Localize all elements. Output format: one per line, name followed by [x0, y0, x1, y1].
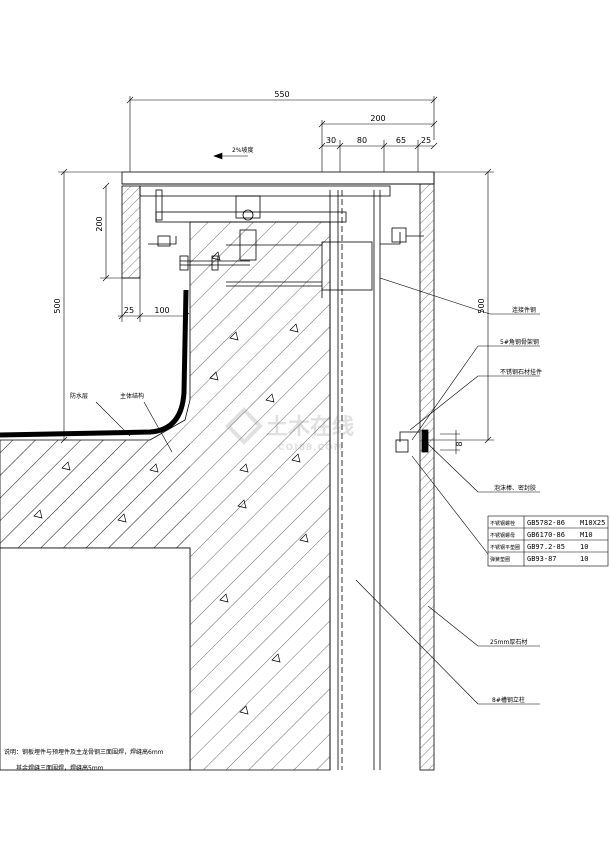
- dim-8: 8: [455, 441, 464, 446]
- label-connector: 连接件钢: [512, 306, 536, 314]
- spec-row-3-name: 不锈钢平垫圈: [490, 544, 520, 551]
- label-channel-steel: 8#槽钢立柱: [492, 696, 525, 704]
- label-sealant: 泡沫棒、密封胶: [494, 484, 536, 492]
- spec-row-1-code: GB5782-86: [527, 519, 565, 527]
- label-structure: 主体结构: [120, 392, 144, 400]
- spec-row-2-code: GB6170-86: [527, 531, 565, 539]
- note-line-1: 说明：钢板埋件与预埋件及主龙骨钢三面围焊，焊缝高6mm: [4, 748, 164, 756]
- spec-row-2-size: M10: [580, 531, 593, 539]
- concrete-structure: [0, 185, 331, 771]
- aggregate-marks: [33, 251, 309, 715]
- spec-row-1-size: M10X25: [580, 519, 605, 527]
- dim-bottom-100: 100: [154, 306, 169, 315]
- dim-65: 65: [396, 136, 406, 145]
- note-line-2: 其余焊缝三面围焊，焊缝高5mm: [16, 764, 104, 772]
- label-angle-steel: 5#角钢骨架钢: [500, 338, 539, 346]
- dim-30: 30: [326, 136, 336, 145]
- spec-row-4-code: GB93-87: [527, 555, 557, 563]
- watermark-main-text: 土木在线: [266, 414, 354, 440]
- dim-left-500: 500: [53, 298, 62, 313]
- watermark-logo: 土木在线 COI88.COM: [225, 407, 354, 453]
- label-stone: 25mm厚石材: [490, 638, 527, 646]
- stone-cladding: [419, 172, 435, 771]
- dimension-texts: 550 200 30 80 65 25 200 500 500 25 100 8…: [53, 90, 486, 447]
- watermark-sub-text: COI88.COM: [278, 443, 344, 453]
- spec-row-3-size: 10: [580, 543, 588, 551]
- spec-row-4-name: 弹簧垫圈: [490, 556, 510, 563]
- spec-table: 不锈钢螺栓 GB5782-86 M10X25 不锈钢螺母 GB6170-86 M…: [487, 515, 609, 567]
- dimension-lines: [58, 96, 494, 454]
- dim-25: 25: [421, 136, 431, 145]
- dim-550: 550: [274, 90, 289, 99]
- label-stainless-bolt: 不锈钢石材挂件: [500, 368, 542, 376]
- label-texts: 防水层 主体结构 连接件钢 5#角钢骨架钢 不锈钢石材挂件 泡沫棒、密封胶 25…: [70, 306, 542, 704]
- spec-row-1-name: 不锈钢螺栓: [490, 520, 515, 527]
- spec-row-3-code: GB97.2-85: [527, 543, 565, 551]
- dim-left-200: 200: [95, 216, 104, 231]
- dim-right-500: 500: [477, 298, 486, 313]
- leader-lines: [95, 277, 540, 705]
- spec-row-2-name: 不锈钢螺母: [490, 532, 515, 539]
- waterproof-membrane: [0, 289, 189, 438]
- dim-bottom-25: 25: [124, 306, 134, 315]
- dim-80: 80: [357, 136, 367, 145]
- spec-row-4-size: 10: [580, 555, 588, 563]
- steel-framework: [121, 171, 435, 770]
- dim-200: 200: [370, 114, 385, 123]
- slope-label: 2%坡度: [232, 146, 254, 154]
- label-waterproof: 防水层: [70, 392, 88, 400]
